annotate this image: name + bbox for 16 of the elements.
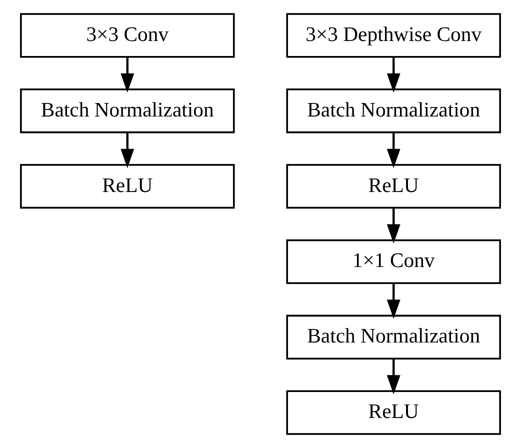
node-box: 3×3 Conv (20, 13, 235, 58)
node-box: ReLU (286, 390, 501, 435)
node-box: 1×1 Conv (286, 239, 501, 284)
arrow (386, 57, 400, 93)
arrow (386, 132, 400, 168)
node-box: Batch Normalization (286, 314, 501, 360)
arrow (386, 358, 400, 394)
arrow (120, 57, 134, 93)
arrow (386, 208, 400, 244)
node-box: Batch Normalization (20, 88, 235, 134)
node-box: Batch Normalization (286, 88, 501, 134)
node-box: 3×3 Depthwise Conv (286, 13, 501, 58)
node-box: ReLU (20, 164, 235, 209)
node-box: ReLU (286, 164, 501, 209)
arrow (120, 132, 134, 168)
arrow (386, 283, 400, 319)
